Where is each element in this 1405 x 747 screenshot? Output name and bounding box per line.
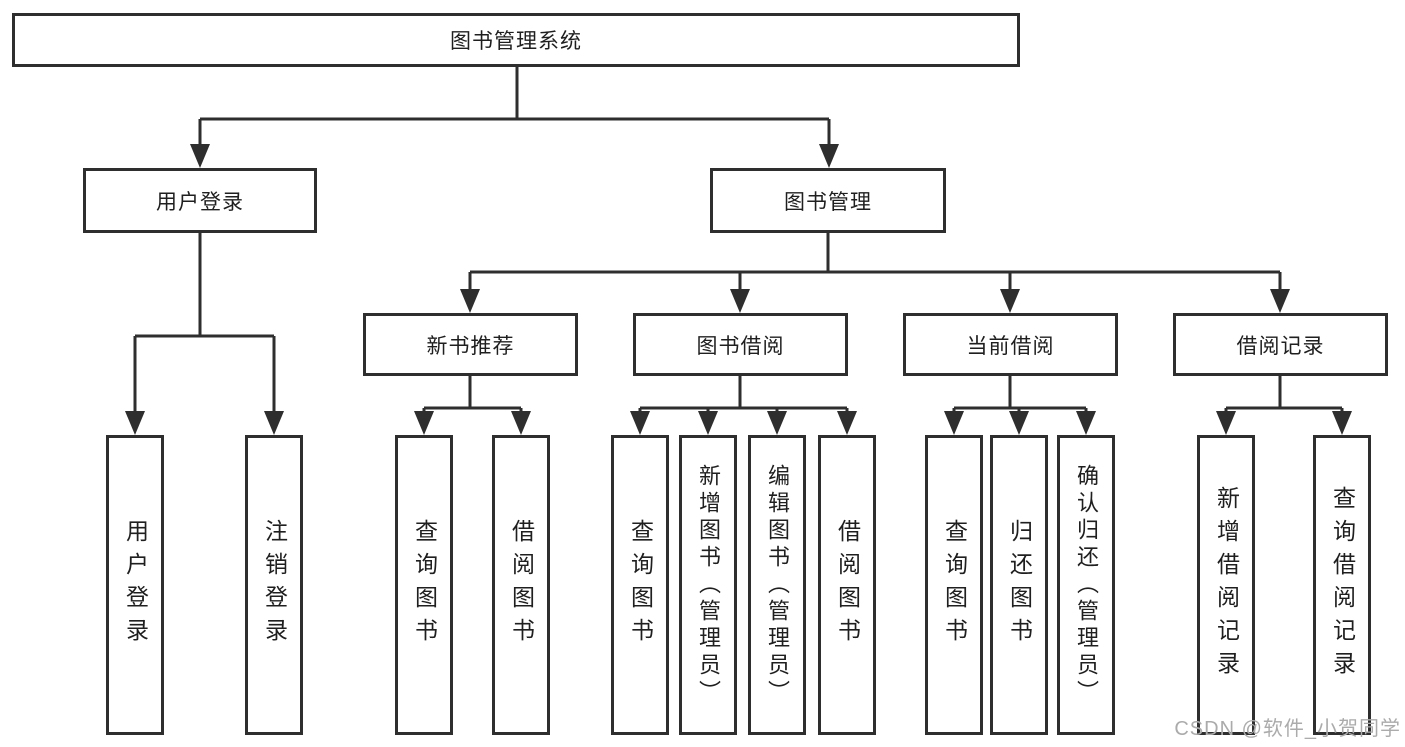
- node-borrow-records: 借阅记录: [1173, 313, 1388, 376]
- leaf-add-borrow-record: 新增借阅记录: [1197, 435, 1255, 735]
- leaf-logout-login: 注销登录: [245, 435, 303, 735]
- leaf-add-books-admin: 新增图书（管理员）: [679, 435, 737, 735]
- leaf-borrow-books-borrowing: 借阅图书: [818, 435, 876, 735]
- watermark: CSDN @软件_小贺同学: [1174, 718, 1401, 740]
- node-book-borrowing: 图书借阅: [633, 313, 848, 376]
- node-book-management: 图书管理: [710, 168, 946, 233]
- leaf-return-books: 归还图书: [990, 435, 1048, 735]
- leaf-user-login: 用户登录: [106, 435, 164, 735]
- leaf-confirm-return-admin: 确认归还（管理员）: [1057, 435, 1115, 735]
- leaf-query-books-borrowing: 查询图书: [611, 435, 669, 735]
- leaf-query-books-recommend: 查询图书: [395, 435, 453, 735]
- leaf-borrow-books-recommend: 借阅图书: [492, 435, 550, 735]
- leaf-edit-books-admin: 编辑图书（管理员）: [748, 435, 806, 735]
- node-current-borrowing: 当前借阅: [903, 313, 1118, 376]
- leaf-query-books-current: 查询图书: [925, 435, 983, 735]
- node-root: 图书管理系统: [12, 13, 1020, 67]
- leaf-query-borrow-record: 查询借阅记录: [1313, 435, 1371, 735]
- node-new-book-recommend: 新书推荐: [363, 313, 578, 376]
- node-user-login: 用户登录: [83, 168, 317, 233]
